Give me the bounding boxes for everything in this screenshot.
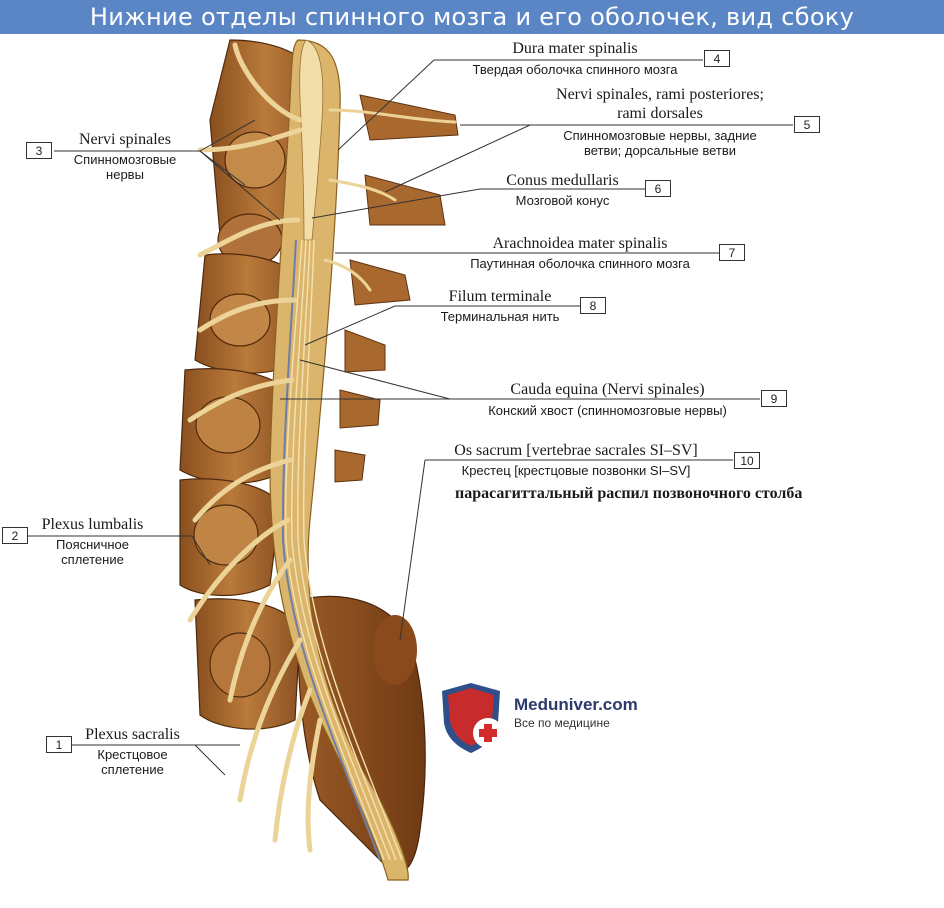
spinal-nerves [187, 42, 323, 853]
label-10-ru: Крестец [крестцовые позвонки SI–SV] [461, 462, 691, 478]
label-3: Nervi spinales Спинномозговые нервы [55, 131, 195, 183]
label-number-5: 5 [794, 116, 820, 133]
label-5-latin: Nervi spinales, rami posteriores; rami d… [556, 86, 764, 122]
label-6: Conus medullaris Мозговой конус [485, 172, 640, 208]
label-number-6: 6 [645, 180, 671, 197]
label-2: Plexus lumbalis Поясничное сплетение [30, 516, 155, 568]
label-7-latin: Arachnoidea mater spinalis [492, 235, 668, 252]
dorsal-rami [323, 108, 457, 292]
meduniver-logo-icon [442, 683, 503, 753]
label-2-ru: Поясничное сплетение [56, 536, 129, 568]
label-10: Os sacrum [vertebrae sacrales SI–SV] Кре… [420, 442, 732, 478]
label-9-ru: Конский хвост (спинномозговые нервы) [488, 402, 727, 418]
dural-sac [269, 39, 409, 881]
label-5: Nervi spinales, rami posteriores; rami d… [525, 86, 795, 158]
label-8: Filum terminale Терминальная нить [420, 288, 580, 324]
label-2-latin: Plexus lumbalis [41, 516, 144, 533]
label-6-latin: Conus medullaris [506, 172, 619, 189]
page-title: Нижние отделы спинного мозга и его оболо… [89, 3, 855, 31]
label-4-ru: Твердая оболочка спинного мозга [472, 61, 678, 77]
section-caption: парасагиттальный распил позвоночного сто… [455, 485, 803, 502]
label-9-latin: Cauda equina (Nervi spinales) [510, 381, 705, 398]
logo[interactable]: Meduniver.com Все по медицине [514, 695, 638, 730]
blue-vein [281, 239, 381, 861]
label-number-4: 4 [704, 50, 730, 67]
label-9: Cauda equina (Nervi spinales) Конский хв… [455, 381, 760, 418]
label-number-7: 7 [719, 244, 745, 261]
label-4: Dura mater spinalis Твердая оболочка спи… [440, 40, 710, 77]
logo-tagline: Все по медицине [514, 716, 610, 730]
label-number-1: 1 [46, 736, 72, 753]
label-number-2: 2 [2, 527, 28, 544]
label-3-latin: Nervi spinales [79, 131, 171, 148]
label-3-ru: Спинномозговые нервы [73, 151, 177, 183]
logo-name: Meduniver.com [514, 695, 638, 714]
label-number-8: 8 [580, 297, 606, 314]
label-number-9: 9 [761, 390, 787, 407]
label-number-10: 10 [734, 452, 760, 469]
cauda-equina [285, 239, 403, 861]
label-8-ru: Терминальная нить [440, 308, 560, 324]
label-6-ru: Мозговой конус [515, 192, 610, 208]
label-1-latin: Plexus sacralis [85, 726, 180, 743]
title-bar: Нижние отделы спинного мозга и его оболо… [0, 0, 944, 34]
label-1: Plexus sacralis Крестцовое сплетение [75, 726, 190, 778]
label-1-ru: Крестцовое сплетение [97, 746, 168, 778]
label-10-latin: Os sacrum [vertebrae sacrales SI–SV] [454, 442, 698, 459]
label-7-ru: Паутинная оболочка спинного мозга [470, 255, 690, 271]
label-7: Arachnoidea mater spinalis Паутинная обо… [440, 235, 720, 271]
leader-lines [28, 59, 793, 776]
label-4-latin: Dura mater spinalis [512, 40, 638, 57]
label-8-latin: Filum terminale [448, 288, 552, 305]
spinal-cord [299, 39, 324, 241]
label-5-ru: Спинномозговые нервы, задние ветви; дорс… [563, 127, 757, 159]
label-number-3: 3 [26, 142, 52, 159]
